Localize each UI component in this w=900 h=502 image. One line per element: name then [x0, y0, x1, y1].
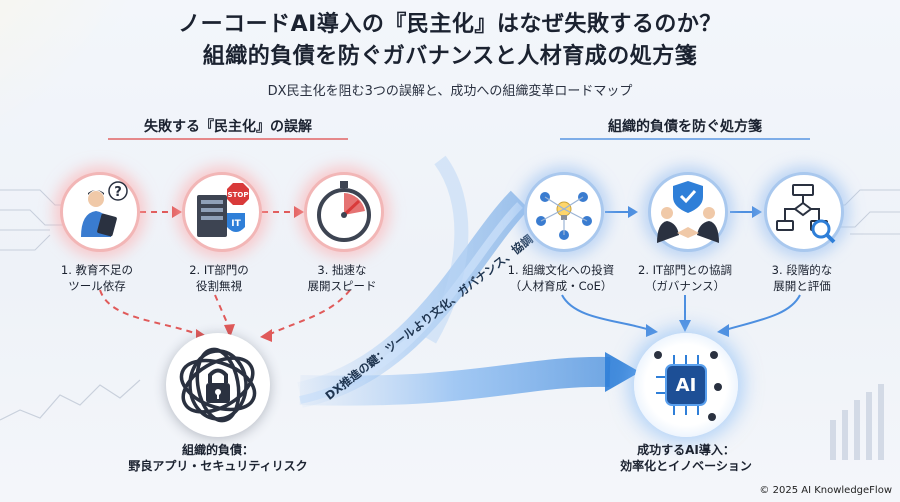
misconception-1-line1: 1. 教育不足の	[60, 263, 134, 277]
misconception-1-circle: ?	[60, 172, 140, 252]
organizational-debt-circle	[166, 333, 270, 437]
flowchart-magnifier-icon	[776, 184, 836, 244]
left-section-title: 失敗する『民主化』の誤解	[144, 119, 312, 135]
ai-chip-team-icon	[654, 351, 722, 421]
decor-bars	[830, 384, 884, 460]
organizational-debt-line1: 組織的負債：	[181, 443, 254, 457]
subtitle: DX民主化を阻む3つの誤解と、成功への組織変革ロードマップ	[267, 84, 633, 99]
prescription-1-line2: （人材育成・CoE）	[509, 279, 613, 293]
misconception-2-line2: 役割無視	[196, 279, 242, 293]
right-section-title: 組織的負債を防ぐ処方箋	[608, 119, 762, 135]
left-dashed-arrows	[99, 211, 351, 336]
server-stop-sign-icon: STOP IT	[197, 183, 249, 237]
successful-ai-line1: 成功するAI導入：	[637, 443, 735, 457]
misconception-3-circle	[304, 172, 384, 252]
right-arrows	[561, 211, 801, 331]
person-tablet-question-icon: ?	[81, 181, 128, 237]
misconception-3-line1: 3. 拙速な	[317, 263, 367, 277]
team-lightbulb-icon	[536, 192, 592, 240]
misconception-2-line1: 2. IT部門の	[189, 263, 249, 277]
svg-text:?: ?	[114, 185, 122, 200]
prescription-2-line2: （ガバナンス）	[644, 279, 726, 293]
svg-text:IT: IT	[231, 219, 241, 229]
prescription-3-line2: 展開と評価	[773, 279, 831, 293]
decor-line-chart	[0, 379, 141, 421]
successful-ai-line2: 効率化とイノベーション	[620, 459, 752, 473]
main-title-line1: ノーコードAI導入の『民主化』はなぜ失敗するのか？	[178, 12, 722, 37]
handshake-shield-icon	[657, 181, 719, 243]
misconception-2-circle: STOP IT	[182, 172, 262, 252]
right-arrow-heads	[628, 206, 762, 337]
prescription-1-line1: 1. 組織文化への投資	[507, 263, 615, 277]
prescription-3-line1: 3. 段階的な	[771, 263, 833, 277]
prescription-3-circle	[764, 172, 844, 252]
prescription-1-circle	[524, 172, 604, 252]
copyright-text: © 2025 AI KnowledgeFlow	[759, 485, 892, 496]
successful-ai-circle: AI	[634, 333, 738, 437]
misconception-3-line2: 展開スピード	[307, 279, 377, 293]
left-title-underline	[108, 138, 348, 140]
main-title-line2: 組織的負債を防ぐガバナンスと人材育成の処方箋	[202, 44, 698, 69]
right-title-underline	[560, 138, 810, 140]
organizational-debt-line2: 野良アプリ・セキュリティリスク	[128, 459, 308, 473]
prescription-2-circle	[648, 172, 728, 252]
ai-chip-label: AI	[675, 375, 697, 396]
flow-arrow-head	[605, 352, 640, 392]
flow-arrow-band	[297, 155, 640, 408]
prescription-2-line1: 2. IT部門との協調	[638, 263, 732, 277]
sun-glow	[0, 0, 180, 180]
tangled-lock-icon	[179, 347, 257, 423]
svg-text:STOP: STOP	[228, 191, 249, 199]
misconception-1-line2: ツール依存	[68, 279, 126, 293]
stopwatch-icon	[317, 181, 371, 242]
